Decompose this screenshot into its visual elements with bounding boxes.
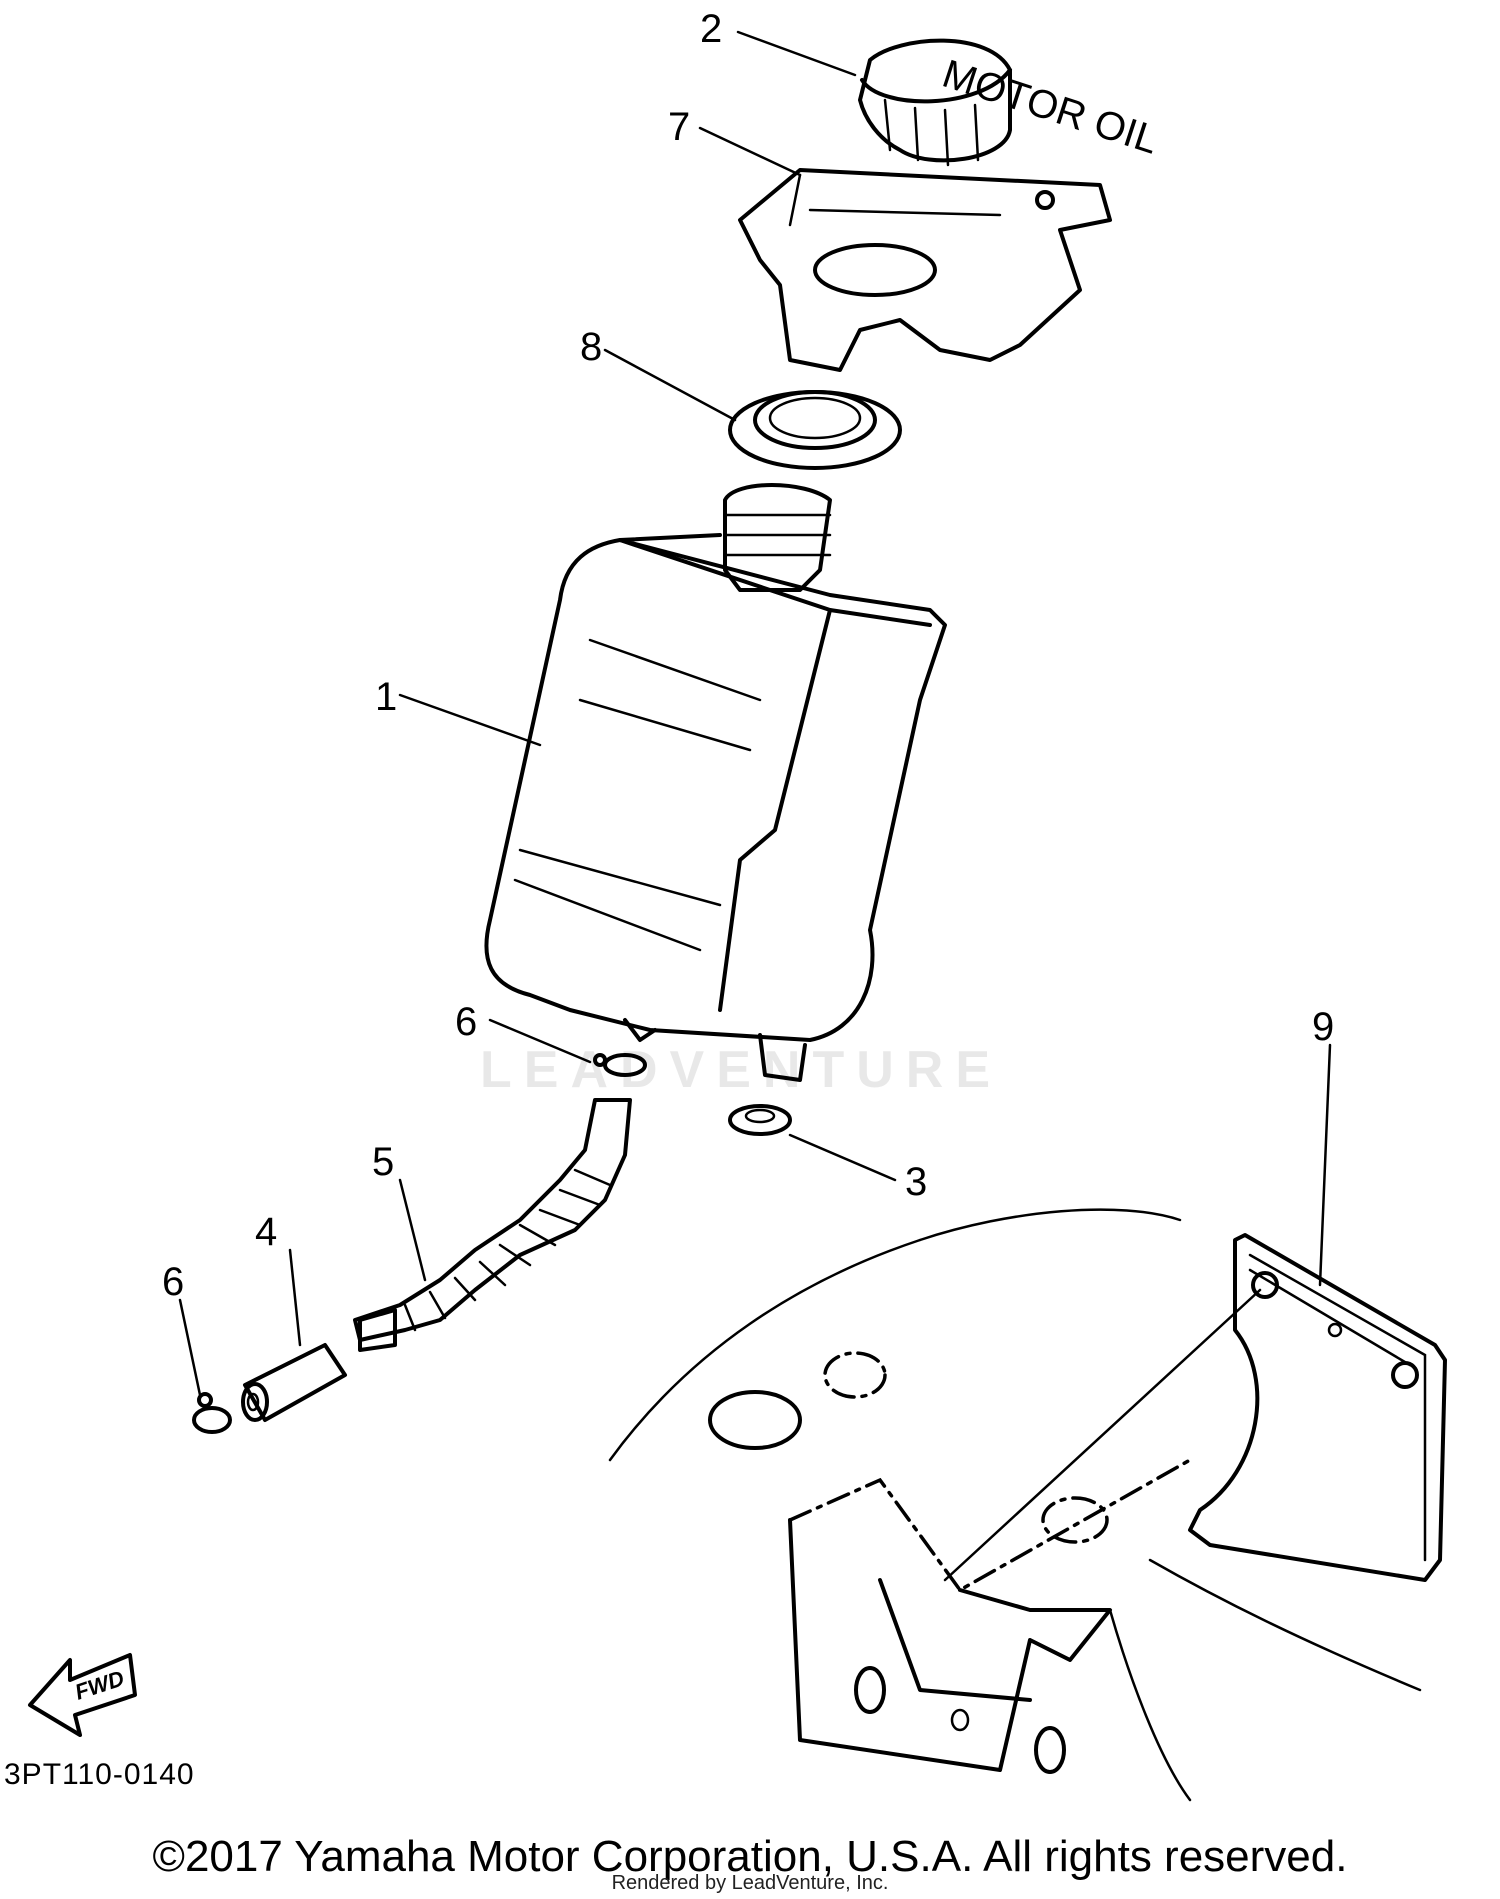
part-clip-upper[interactable] bbox=[593, 1053, 647, 1077]
callout-4: 4 bbox=[255, 1210, 277, 1254]
part-clip-lower[interactable] bbox=[192, 1392, 232, 1434]
copyright-notice: ©2017 Yamaha Motor Corporation, U.S.A. A… bbox=[152, 1832, 1348, 1881]
part-washer[interactable] bbox=[728, 1104, 792, 1136]
callout-9: 9 bbox=[1312, 1005, 1334, 1049]
fwd-arrow-icon: FWD bbox=[28, 1653, 137, 1737]
callout-7: 7 bbox=[668, 105, 690, 149]
part-mount-bracket[interactable] bbox=[1188, 1233, 1447, 1582]
rendered-by-credit: Rendered by LeadVenture, Inc. bbox=[611, 1872, 889, 1894]
callout-1: 1 bbox=[375, 675, 397, 719]
part-hose[interactable] bbox=[353, 1098, 632, 1352]
part-gasket[interactable] bbox=[728, 390, 902, 470]
callout-5: 5 bbox=[372, 1140, 394, 1184]
callout-8: 8 bbox=[580, 325, 602, 369]
watermark: LEADVENTURE bbox=[480, 1041, 1003, 1099]
cap-text: MOTOR OIL bbox=[937, 52, 1163, 163]
part-oil-tank[interactable] bbox=[484, 483, 947, 1082]
part-pipe[interactable] bbox=[241, 1343, 347, 1422]
callout-2: 2 bbox=[700, 7, 722, 51]
diagram-code: 3PT110-0140 bbox=[4, 1758, 195, 1791]
leader-lines bbox=[178, 30, 1332, 1582]
part-oil-cap[interactable]: MOTOR OIL bbox=[858, 38, 1164, 167]
callout-3: 3 bbox=[905, 1160, 927, 1204]
callout-labels: 2 7 8 1 6 3 5 4 6 9 bbox=[162, 7, 1334, 1304]
vehicle-frame bbox=[608, 1208, 1422, 1802]
callout-6-upper: 6 bbox=[455, 1000, 477, 1044]
part-tank-bracket[interactable] bbox=[738, 168, 1112, 372]
callout-6-lower: 6 bbox=[162, 1260, 184, 1304]
